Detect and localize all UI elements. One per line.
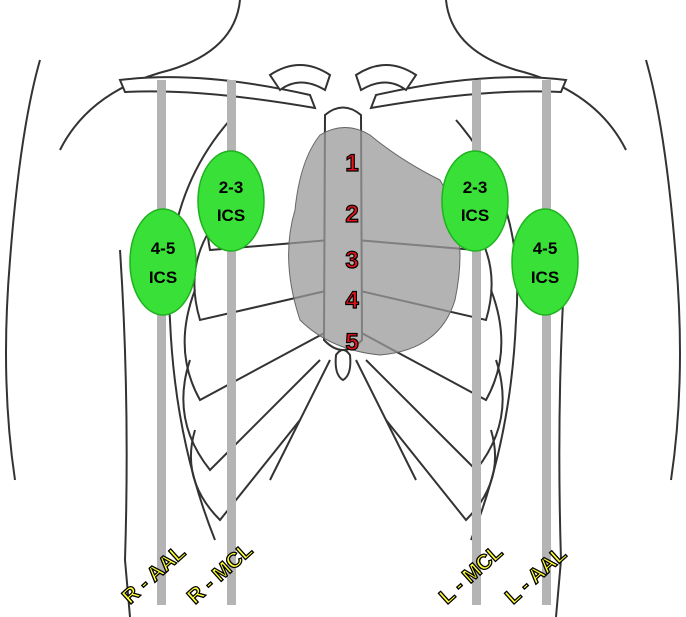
zone-right-upper: 2-3 ICS (198, 151, 264, 251)
zone-right-upper-line1: 2-3 (219, 178, 244, 197)
zone-right-lower-line2: ICS (149, 268, 177, 287)
zone-left-upper-line1: 2-3 (463, 178, 488, 197)
zone-left-upper-line2: ICS (461, 206, 489, 225)
rib-number-1: 1 (345, 150, 358, 177)
zone-left-lower-line1: 4-5 (533, 239, 558, 258)
zone-left-upper: 2-3 ICS (442, 151, 508, 251)
clavicles (120, 65, 566, 108)
rib-number-5: 5 (345, 329, 358, 356)
label-l-mcl: L - MCL (435, 540, 507, 608)
line-labels: R - AAL R - MCL L - MCL L - AAL (118, 538, 571, 608)
r-aal-guide-line (157, 80, 166, 605)
zone-right-upper-line2: ICS (217, 206, 245, 225)
rib-number-2: 2 (345, 201, 358, 228)
zone-left-lower: 4-5 ICS (512, 209, 578, 315)
label-r-mcl: R - MCL (183, 538, 257, 608)
rib-number-4: 4 (345, 287, 359, 314)
l-aal-guide-line (542, 80, 551, 605)
rib-number-3: 3 (345, 247, 358, 274)
label-r-aal: R - AAL (118, 541, 190, 609)
zone-left-lower-line2: ICS (531, 268, 559, 287)
heart-silhouette (289, 128, 460, 356)
zone-right-lower: 4-5 ICS (130, 209, 196, 315)
zone-right-lower-line1: 4-5 (151, 239, 176, 258)
